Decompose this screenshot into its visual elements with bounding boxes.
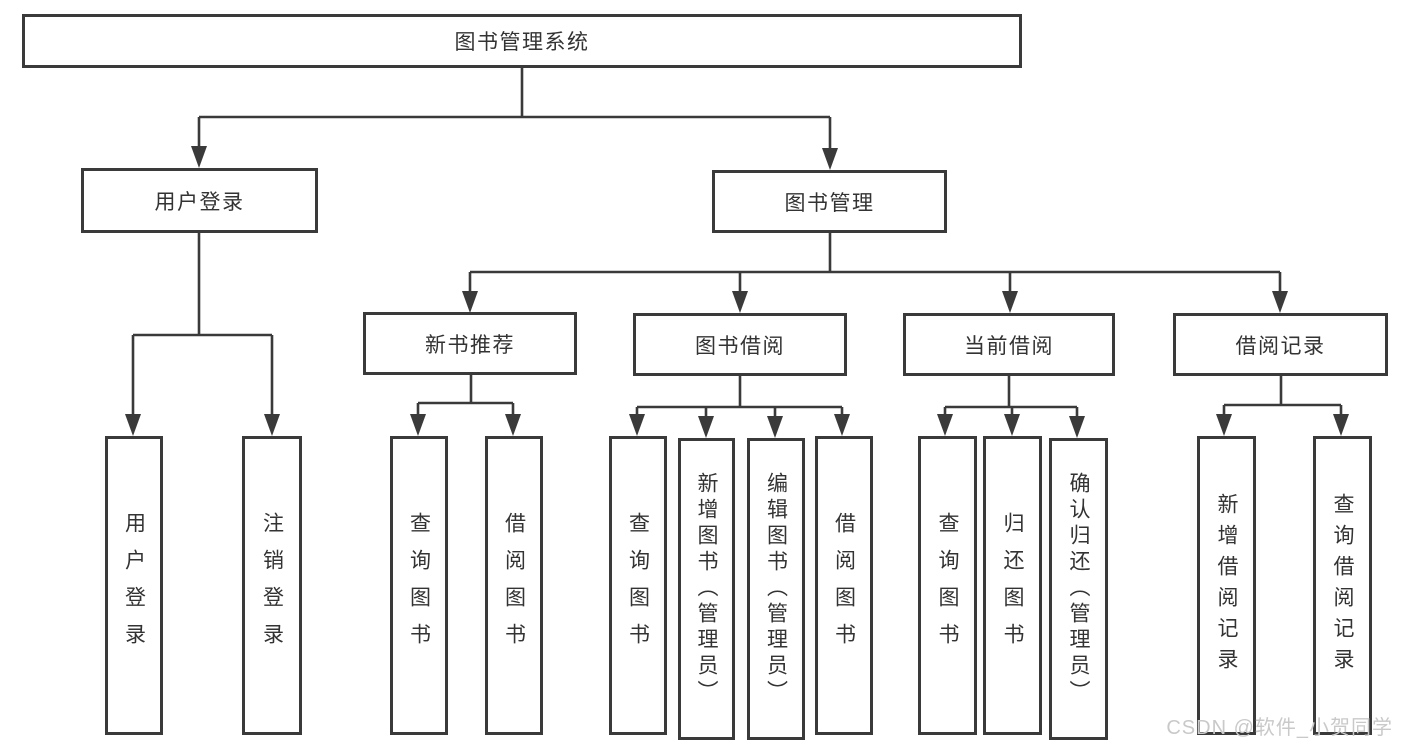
node-leaf-borrow-books-2: 借阅图书	[815, 436, 873, 735]
edge-book-borrow-children	[629, 376, 850, 438]
edge-book-mgmt-children	[462, 233, 1288, 313]
node-new-book-recommend: 新书推荐	[363, 312, 577, 375]
csdn-watermark: CSDN @软件_小贺同学	[1166, 717, 1393, 739]
node-leaf-return-books: 归还图书	[983, 436, 1042, 735]
node-current-borrowing: 当前借阅	[903, 313, 1115, 376]
node-leaf-query-books-3: 查询图书	[918, 436, 977, 735]
edge-current-borrow-children	[937, 376, 1085, 438]
edge-borrow-record-children	[1216, 376, 1349, 436]
node-user-login: 用户登录	[81, 168, 318, 233]
node-leaf-add-borrow-record: 新增借阅记录	[1197, 436, 1256, 735]
node-leaf-borrow-books: 借阅图书	[485, 436, 543, 735]
node-leaf-user-login: 用户登录	[105, 436, 163, 735]
node-library-mgmt-system: 图书管理系统	[22, 14, 1022, 68]
edge-user-login-children	[125, 233, 280, 436]
node-book-borrowing: 图书借阅	[633, 313, 847, 376]
edge-new-book-rec-children	[410, 375, 521, 436]
node-book-management: 图书管理	[712, 170, 947, 233]
node-leaf-confirm-return-admin: 确认归还（管理员）	[1049, 438, 1108, 740]
node-leaf-query-books: 查询图书	[390, 436, 448, 735]
node-leaf-logout: 注销登录	[242, 436, 302, 735]
node-leaf-query-books-2: 查询图书	[609, 436, 667, 735]
node-leaf-edit-books-admin: 编辑图书（管理员）	[747, 438, 805, 740]
node-leaf-add-books-admin: 新增图书（管理员）	[678, 438, 735, 740]
node-leaf-query-borrow-record: 查询借阅记录	[1313, 436, 1372, 735]
node-borrowing-records: 借阅记录	[1173, 313, 1388, 376]
edge-root-to-level2	[191, 68, 838, 170]
